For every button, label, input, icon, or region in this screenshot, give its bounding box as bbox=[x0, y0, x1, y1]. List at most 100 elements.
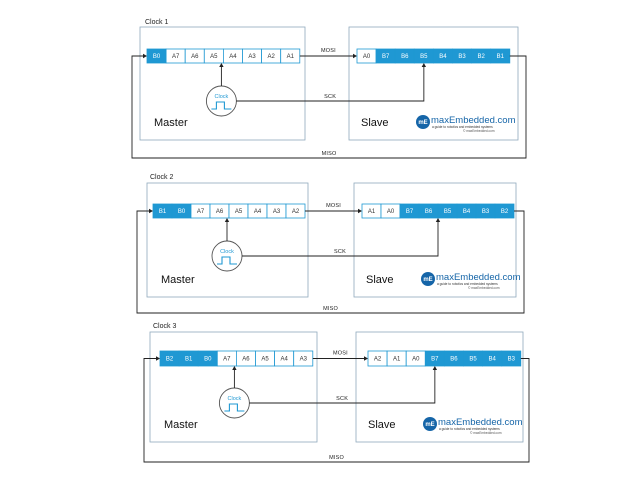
sck-wire bbox=[236, 66, 425, 102]
slave-register-bit: B3 bbox=[458, 54, 466, 60]
slave-register-bit: B7 bbox=[406, 209, 414, 215]
master-register-bit: B1 bbox=[185, 357, 193, 363]
slave-shift-register: A0 B7 B6 B5 B4 B3 B2 B1 bbox=[356, 48, 511, 64]
clock-label: Clock bbox=[220, 249, 234, 255]
master-box bbox=[149, 331, 318, 443]
logo-mark: mE bbox=[423, 277, 432, 283]
miso-wire bbox=[131, 55, 527, 159]
logo-tagline: a guide to robotics and embedded systems bbox=[439, 427, 500, 431]
slave-register-bit: B7 bbox=[431, 357, 439, 363]
clock-master-arrowhead bbox=[219, 63, 224, 67]
mosi-arrowhead bbox=[358, 208, 362, 214]
master-register-bit: A5 bbox=[261, 357, 269, 363]
master-label: Master bbox=[164, 419, 198, 431]
slave-register-bit: A2 bbox=[374, 357, 382, 363]
master-register-bit: A2 bbox=[267, 54, 275, 60]
master-register-bit: A4 bbox=[280, 357, 288, 363]
slave-register-bit: B1 bbox=[497, 54, 505, 60]
miso-label: MISO bbox=[329, 455, 344, 461]
slave-register-bit: B6 bbox=[425, 209, 433, 215]
slave-register-bit: B7 bbox=[382, 54, 390, 60]
mosi-label: MOSI bbox=[321, 48, 336, 54]
clock-label: Clock bbox=[228, 396, 242, 402]
master-register-bit: A7 bbox=[223, 357, 231, 363]
master-register-bit: A3 bbox=[273, 209, 281, 215]
clock-generator bbox=[211, 240, 243, 272]
slave-register-bit: A0 bbox=[387, 209, 395, 215]
slave-label: Slave bbox=[368, 419, 396, 431]
master-register-bit: A1 bbox=[287, 54, 295, 60]
miso-label: MISO bbox=[322, 151, 337, 157]
master-register-bit: A4 bbox=[254, 209, 262, 215]
square-wave-icon bbox=[224, 403, 245, 412]
master-register-bit: A6 bbox=[216, 209, 224, 215]
master-register-bit: A6 bbox=[242, 357, 250, 363]
miso-arrowhead bbox=[143, 53, 147, 59]
panel-title: Clock 3 bbox=[153, 323, 176, 330]
sck-label: SCK bbox=[334, 249, 346, 255]
master-register-bit: A7 bbox=[197, 209, 205, 215]
logo-brand: maxEmbedded.com bbox=[438, 417, 523, 428]
master-box bbox=[139, 26, 306, 141]
slave-box bbox=[353, 182, 517, 298]
master-register-bit: B1 bbox=[159, 209, 167, 215]
master-label: Master bbox=[154, 117, 188, 129]
mosi-label: MOSI bbox=[333, 351, 348, 357]
logo-tagline: a guide to robotics and embedded systems bbox=[432, 125, 493, 129]
panel-title: Clock 1 bbox=[145, 19, 168, 26]
logo-site: © maxEmbedded.com bbox=[468, 286, 500, 290]
slave-register-bit: B6 bbox=[401, 54, 409, 60]
slave-register-bit: B3 bbox=[482, 209, 490, 215]
master-register-bit: B0 bbox=[153, 54, 161, 60]
slave-register-bit: A1 bbox=[368, 209, 376, 215]
sck-arrowhead bbox=[432, 366, 438, 370]
master-register-bit: A6 bbox=[191, 54, 199, 60]
mosi-label: MOSI bbox=[326, 203, 341, 209]
miso-arrowhead bbox=[149, 208, 153, 214]
master-box bbox=[146, 182, 309, 298]
sck-label: SCK bbox=[336, 396, 348, 402]
master-register-bit: A4 bbox=[229, 54, 237, 60]
master-shift-register: B1 B0 A7 A6 A5 A4 A3 A2 bbox=[152, 203, 306, 219]
slave-register-bit: A1 bbox=[393, 357, 401, 363]
square-wave-icon bbox=[211, 101, 232, 110]
slave-register-bit: B6 bbox=[450, 357, 458, 363]
logo-mark: mE bbox=[425, 422, 434, 428]
logo-brand: maxEmbedded.com bbox=[431, 115, 516, 126]
master-register-bit: A3 bbox=[300, 357, 308, 363]
master-register-bit: B0 bbox=[178, 209, 186, 215]
slave-register-bit: B2 bbox=[477, 54, 485, 60]
clock-generator bbox=[205, 85, 237, 117]
slave-register-bit: B5 bbox=[420, 54, 428, 60]
master-register-bit: A5 bbox=[235, 209, 243, 215]
miso-label: MISO bbox=[323, 306, 338, 312]
master-register-bit: A3 bbox=[248, 54, 256, 60]
logo-badge-icon bbox=[416, 115, 430, 129]
slave-register-bit: B4 bbox=[439, 54, 447, 60]
slave-register-bit: A0 bbox=[363, 54, 371, 60]
logo-brand: maxEmbedded.com bbox=[436, 272, 521, 283]
sck-arrowhead bbox=[435, 218, 441, 222]
master-label: Master bbox=[161, 274, 195, 286]
master-register-bit: A5 bbox=[210, 54, 218, 60]
sck-wire bbox=[242, 221, 439, 257]
master-register-bit: B0 bbox=[204, 357, 212, 363]
logo-badge-icon bbox=[421, 272, 435, 286]
master-register-bit: A2 bbox=[292, 209, 300, 215]
slave-register-bit: B4 bbox=[488, 357, 496, 363]
slave-register-bit: B4 bbox=[463, 209, 471, 215]
square-wave-icon bbox=[217, 256, 237, 265]
miso-wire bbox=[136, 210, 525, 314]
miso-arrowhead bbox=[156, 356, 160, 361]
slave-register-bit: A0 bbox=[412, 357, 420, 363]
slave-label: Slave bbox=[361, 117, 389, 129]
